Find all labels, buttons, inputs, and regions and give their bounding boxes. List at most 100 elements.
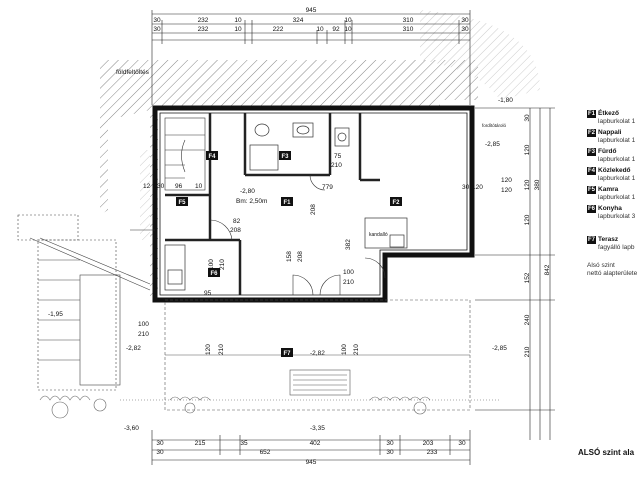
staircase [164, 117, 206, 191]
legend-sub: lapburkolat 1 [598, 174, 636, 182]
ceiling-height-label: Bm: 2,50m [236, 198, 267, 205]
dim-bottom-overall: 945 [306, 459, 317, 466]
exterior-stairs [17, 214, 151, 391]
legend-code: F5 [587, 186, 597, 194]
dim-bottom: 203 [423, 440, 434, 447]
room-tag-f5: F5 [176, 197, 188, 206]
dim-inner: 100 [208, 259, 215, 270]
dim-top2: 30 [461, 26, 469, 33]
legend-sub: lapburkolat 1 [598, 117, 636, 125]
legend-name: Nappali [598, 129, 622, 136]
area-note-line: Alsó szint [587, 262, 615, 269]
dim-top: 10 [344, 17, 352, 24]
dim-top2: 10 [316, 26, 324, 33]
dim-right: 152 [524, 272, 531, 283]
right-dimensions [475, 107, 555, 440]
top-dimension-labels: 945 30 232 10 324 10 310 30 30 232 10 22… [153, 7, 469, 33]
legend-code: F7 [587, 236, 597, 244]
dim-inner: 208 [310, 204, 317, 215]
dim-bottom: 30 [458, 440, 466, 447]
legend-code: F4 [587, 167, 597, 175]
dim-right: 120 [524, 179, 531, 190]
legend-code: F3 [587, 148, 597, 156]
dim-inner: 10 [195, 183, 203, 190]
dim-inner: 75 [334, 153, 342, 160]
dim-top2: 30 [153, 26, 161, 33]
dim-bottom2: 233 [427, 449, 438, 456]
level-marker: -3,60 [124, 425, 139, 432]
dim-top: 310 [403, 17, 414, 24]
dim-top2: 232 [198, 26, 209, 33]
room-labels: földfeltöltés Bm: 2,50m kandalló fordító… [116, 69, 507, 238]
drawing-title: ALSÓ szint ala [578, 448, 635, 457]
dim-inner: 210 [218, 344, 225, 355]
dim-inner: 120 [501, 187, 512, 194]
dim-inner: 120 [205, 344, 212, 355]
dim-right: 120 [524, 144, 531, 155]
dim-top: 30 [461, 17, 469, 24]
room-tag-f2: F2 [390, 197, 402, 206]
legend-name: Konyha [598, 205, 622, 212]
legend-name: Közlekedő [598, 167, 631, 174]
dim-bottom: 402 [310, 440, 321, 447]
interior-walls [165, 113, 380, 295]
legend-code: F1 [587, 110, 597, 118]
inner-dimension-labels: 779 75 210 82 208 158 208 208 382 100 21… [138, 153, 512, 355]
bathroom-fixtures [249, 122, 350, 171]
legend-name: Étkező [598, 110, 619, 117]
dim-bottom2: 652 [260, 449, 271, 456]
dim-top2: 310 [403, 26, 414, 33]
legend-sub: lapburkolat 1 [598, 136, 636, 144]
legend-sub: lapburkolat 1 [598, 193, 636, 201]
dim-inner: 100 [343, 269, 354, 276]
dim-bottom2: 30 [386, 449, 394, 456]
dim-bottom: 30 [386, 440, 394, 447]
area-note-line: nettó alapterülete [587, 270, 638, 277]
room-tag-f1: F1 [281, 197, 293, 206]
level-marker: -1,80 [498, 97, 513, 104]
terrace-outline [120, 299, 500, 411]
dim-inner: 82 [233, 218, 241, 225]
doors [130, 174, 386, 296]
kitchen-counter [164, 217, 408, 291]
level-marker: -1,95 [48, 311, 63, 318]
dim-top2: 10 [344, 26, 352, 33]
bottom-dimensions [151, 430, 471, 465]
dim-inner: 96 [175, 183, 183, 190]
level-marker: -3,35 [310, 425, 325, 432]
legend-code: F2 [587, 129, 597, 137]
room-tag-f4: F4 [206, 151, 218, 160]
dim-top2: 92 [332, 26, 340, 33]
svg-text:F6: F6 [210, 271, 218, 277]
legend-name: Fürdő [598, 148, 617, 155]
dim-top2: 222 [273, 26, 284, 33]
dim-inner: 120 [501, 177, 512, 184]
dim-inner: 30 [462, 184, 470, 191]
svg-text:F4: F4 [208, 154, 216, 160]
dim-bottom: 30 [156, 440, 164, 447]
dim-right: 120 [524, 214, 531, 225]
level-marker: -2,82 [310, 350, 325, 357]
svg-text:F7: F7 [283, 351, 291, 357]
dim-top: 324 [293, 17, 304, 24]
dim-inner: 12 [143, 183, 151, 190]
fireplace-label: kandalló [369, 232, 388, 238]
legend-sub: lapburkolat 1 [598, 155, 636, 163]
room-tag-f3: F3 [279, 151, 291, 160]
svg-text:F5: F5 [178, 200, 186, 206]
dim-bottom: 215 [195, 440, 206, 447]
level-marker: -2,82 [126, 345, 141, 352]
legend-code: F6 [587, 205, 597, 213]
dim-right2: 380 [534, 179, 541, 190]
dim-inner: 95 [204, 290, 212, 297]
area-note: Alsó szint nettó alapterülete [587, 262, 637, 278]
dim-inner: 100 [341, 344, 348, 355]
right-dimension-labels: 30 120 120 120 152 240 210 380 842 [524, 114, 551, 357]
dim-top: 10 [234, 17, 242, 24]
dim-inner: 208 [297, 251, 304, 262]
